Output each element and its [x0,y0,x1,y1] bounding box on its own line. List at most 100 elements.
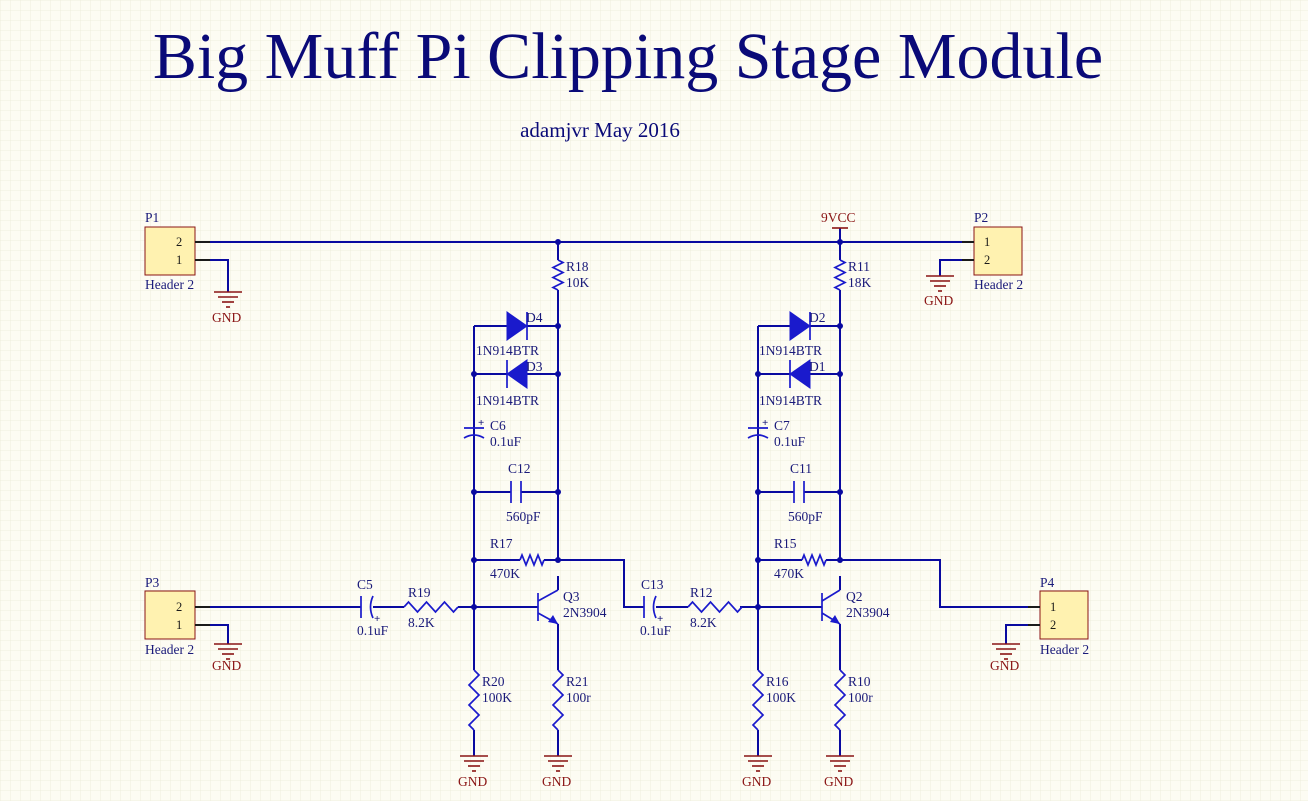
diode-d4[interactable]: D4 1N914BTR [476,310,543,358]
resistor-r18[interactable]: R18 10K [551,259,590,291]
ground-symbol: GND [742,755,772,789]
ground-symbol: GND [924,275,954,308]
capacitor-c6[interactable]: + C6 0.1uF [463,417,522,449]
header-pin-label: 1 [176,253,182,267]
component-ref: R19 [408,585,431,600]
ground-symbol: GND [824,755,854,789]
transistor-q3[interactable]: Q3 2N3904 [537,589,607,625]
component-value: 1N914BTR [759,393,822,408]
resistor-r20[interactable]: R20 100K [467,669,512,731]
ground-symbol: GND [458,755,488,789]
header-ref: P2 [974,210,988,225]
component-ref: C13 [641,577,664,592]
component-ref: R20 [482,674,505,689]
component-ref: R18 [566,259,589,274]
component-value: 0.1uF [490,434,522,449]
header-pin-label: 2 [176,235,182,249]
component-ref: C11 [790,461,812,476]
component-value: 560pF [788,509,823,524]
header-value: Header 2 [1040,642,1089,657]
sheet-subtitle: adamjvr May 2016 [520,118,680,142]
component-ref: D4 [526,310,543,325]
component-ref: C6 [490,418,506,433]
component-ref: R15 [774,536,797,551]
header-value: Header 2 [974,277,1023,292]
component-ref: R21 [566,674,589,689]
capacitor-c11[interactable]: C11 560pF [788,461,823,524]
header-p1[interactable]: P1 2 1 Header 2 [144,210,210,292]
component-value: 1N914BTR [476,393,539,408]
svg-text:+: + [478,417,484,429]
header-pin-label: 2 [176,600,182,614]
svg-text:GND: GND [924,293,953,308]
header-ref: P4 [1040,575,1055,590]
svg-text:GND: GND [212,658,241,673]
component-value: 1N914BTR [476,343,539,358]
component-ref: C5 [357,577,373,592]
component-value: 100K [766,690,796,705]
resistor-r16[interactable]: R16 100K [751,669,796,731]
capacitor-c7[interactable]: + C7 0.1uF [747,417,806,449]
header-pin-label: 2 [1050,618,1056,632]
ground-symbol: GND [990,643,1020,673]
junctions [471,239,843,610]
component-ref: C7 [774,418,790,433]
resistor-r11[interactable]: R11 18K [833,259,872,291]
diode-d1[interactable]: D1 1N914BTR [759,359,826,408]
component-ref: D3 [526,359,543,374]
svg-text:GND: GND [212,310,241,325]
component-ref: Q2 [846,589,863,604]
diode-d3[interactable]: D3 1N914BTR [476,359,543,408]
resistor-r19[interactable]: R19 8.2K [403,585,459,630]
capacitor-c13[interactable]: + C13 0.1uF [640,577,672,638]
ground-symbol: GND [542,755,572,789]
header-value: Header 2 [145,642,194,657]
ground-symbol: GND [212,643,242,673]
resistor-r12[interactable]: R12 8.2K [687,585,743,630]
component-value: 0.1uF [640,623,672,638]
component-ref: R10 [848,674,871,689]
header-pin-label: 1 [176,618,182,632]
svg-text:GND: GND [542,774,571,789]
diode-d2[interactable]: D2 1N914BTR [759,310,826,358]
power-port-label: 9VCC [821,210,856,225]
svg-text:+: + [374,613,380,625]
svg-text:GND: GND [824,774,853,789]
header-pin-label: 1 [1050,600,1056,614]
resistor-r10[interactable]: R10 100r [833,669,873,731]
header-value: Header 2 [145,277,194,292]
resistor-r17[interactable]: R17 470K [490,536,545,581]
svg-text:GND: GND [742,774,771,789]
svg-text:GND: GND [458,774,487,789]
component-value: 100K [482,690,512,705]
capacitor-c12[interactable]: C12 560pF [506,461,541,524]
component-value: 8.2K [690,615,717,630]
component-ref: D1 [809,359,826,374]
component-value: 0.1uF [774,434,806,449]
component-value: 2N3904 [563,605,607,620]
header-p3[interactable]: P3 2 1 Header 2 [144,575,210,657]
component-value: 0.1uF [357,623,389,638]
component-value: 100r [566,690,591,705]
capacitor-c5[interactable]: + C5 0.1uF [357,577,389,638]
header-pin-label: 1 [984,235,990,249]
component-value: 18K [848,275,872,290]
component-ref: C12 [508,461,531,476]
resistor-r21[interactable]: R21 100r [551,669,591,731]
header-p2[interactable]: P2 1 2 Header 2 [962,210,1023,292]
transistor-q2[interactable]: Q2 2N3904 [821,589,890,625]
resistor-r15[interactable]: R15 470K [774,536,827,581]
component-value: 1N914BTR [759,343,822,358]
component-ref: R11 [848,259,870,274]
svg-text:GND: GND [990,658,1019,673]
component-value: 10K [566,275,590,290]
header-ref: P1 [145,210,159,225]
component-value: 560pF [506,509,541,524]
component-value: 470K [490,566,520,581]
component-ref: Q3 [563,589,580,604]
header-pin-label: 2 [984,253,990,267]
header-p4[interactable]: P4 1 2 Header 2 [1028,575,1089,657]
ground-symbol: GND [212,291,242,325]
